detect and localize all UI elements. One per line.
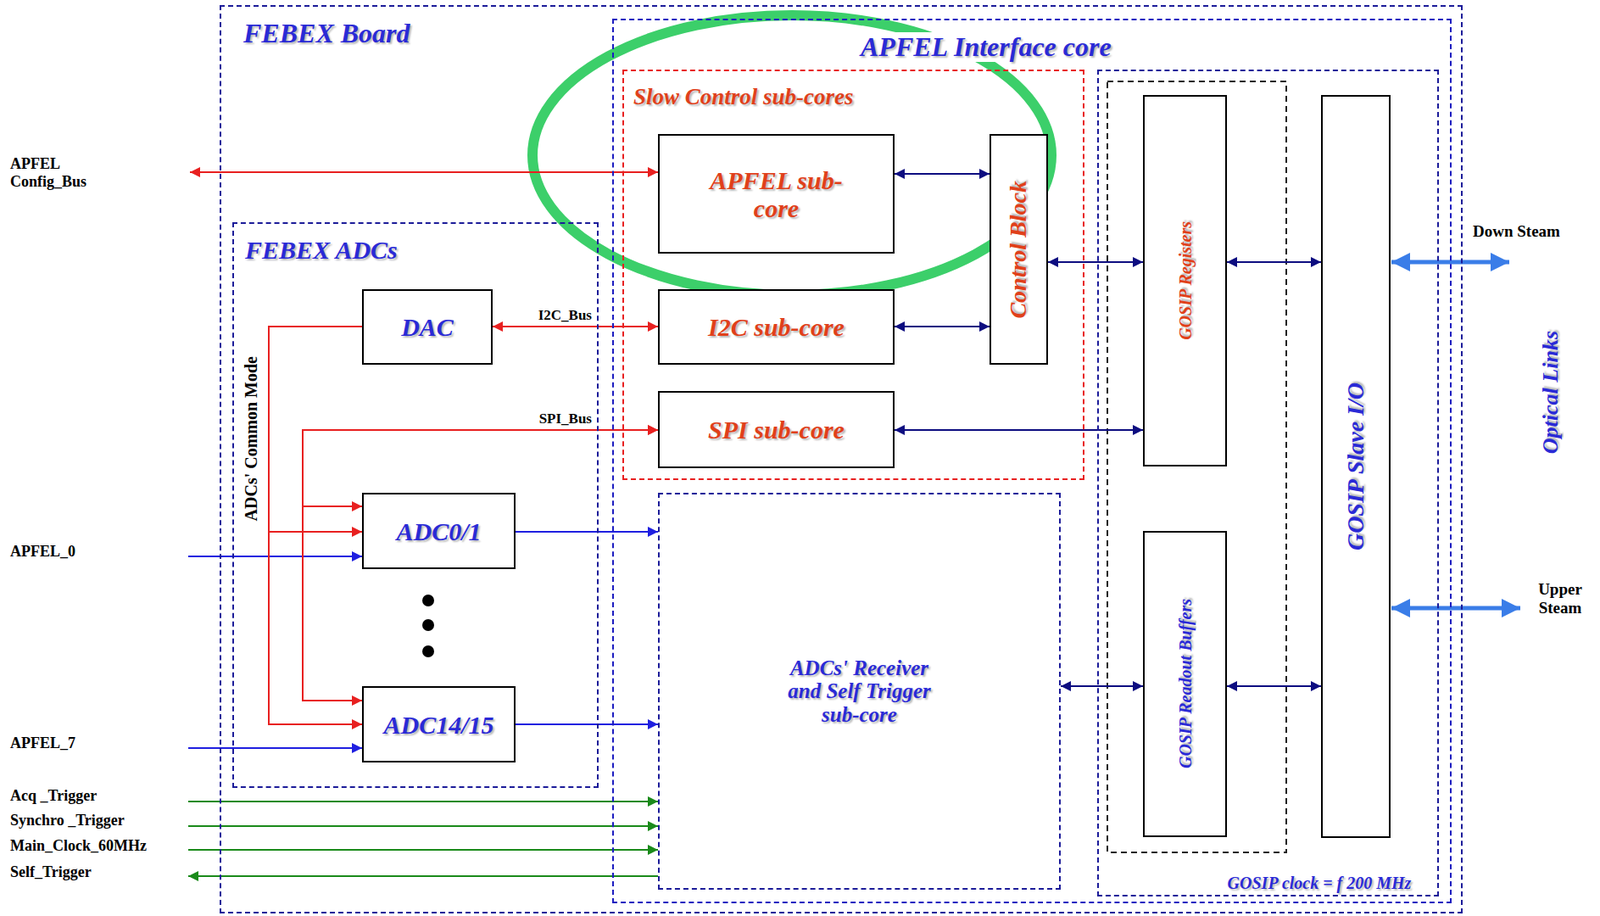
block-label: SPI sub-core [708, 415, 845, 444]
signal-label: APFEL_0 [10, 542, 76, 561]
signal-label: APFEL_7 [10, 734, 76, 753]
signal-label: Optical Links [1538, 330, 1564, 454]
block-box: GOSIP Readout Buffers [1142, 530, 1227, 837]
trigger-wire [188, 825, 658, 827]
block-label: GOSIP Registers [1176, 221, 1195, 341]
block-box: Control Block [989, 133, 1049, 365]
block-label: ADC14/15 [383, 710, 494, 739]
connector [1226, 261, 1322, 263]
connector [1226, 685, 1322, 687]
trigger-wire [188, 800, 658, 803]
block-label: APFEL sub-core [705, 166, 848, 223]
block-label: Slow Control sub-cores [629, 84, 858, 111]
signal-label: Down Steam [1472, 222, 1561, 241]
block-box: APFEL sub-core [657, 133, 895, 254]
connector [1048, 261, 1143, 263]
signal-label: APFEL Config_Bus [10, 155, 104, 190]
block-label: DAC [401, 312, 454, 341]
connector [894, 325, 990, 328]
connector [894, 172, 990, 175]
block-box: ADC14/15 [362, 685, 516, 763]
signal-label: Main_Clock_60MHz [10, 836, 147, 855]
block-box: SPI sub-core [657, 390, 895, 469]
apfel-input-wire [188, 747, 363, 749]
region-box: ADCs' Receiver and Self Trigger sub-core [657, 492, 1061, 890]
bus-label: I2C_Bus [536, 307, 594, 324]
connector [515, 723, 658, 725]
block-label: GOSIP Readout Buffers [1176, 598, 1195, 769]
optical-link-arrow [1391, 606, 1521, 611]
block-label: GOSIP Slave I/O [1343, 382, 1370, 551]
ellipsis-dot [422, 618, 435, 631]
block-box: GOSIP Registers [1142, 94, 1227, 467]
bus-label: SPI_Bus [537, 411, 594, 428]
clock-wire [188, 848, 658, 851]
block-label: Control Block [1005, 180, 1032, 319]
block-label: GOSIP clock = f 200 MHz [1220, 874, 1418, 892]
connector [515, 530, 658, 533]
signal-label: Self_Trigger [10, 863, 92, 881]
region-box: FEBEX Board APFEL Interface coreSlow Cont… [219, 5, 1463, 914]
apfel-input-wire [188, 555, 363, 558]
block-box: I2C sub-core [657, 289, 895, 365]
signal-label: ADCs' Common Mode [241, 356, 262, 521]
block-label: ADC0/1 [395, 517, 481, 546]
signal-label: Acq _Trigger [10, 786, 97, 805]
block-label: APFEL Interface core [857, 32, 1115, 62]
region-box: FEBEX ADCsDAC ADC0/1ADC14/15 [232, 222, 599, 788]
region-box: APFEL Interface coreSlow Control sub-cor… [612, 18, 1452, 904]
trigger-wire [188, 875, 658, 877]
connector [302, 429, 658, 701]
signal-label: Synchro _Trigger [10, 811, 125, 830]
buffer-group-outline [1107, 81, 1287, 853]
ellipsis-dot [422, 594, 435, 607]
config-bus-wire [189, 171, 658, 173]
block-label: I2C sub-core [708, 312, 845, 341]
block-box: GOSIP Slave I/O [1321, 94, 1391, 838]
connector [268, 326, 363, 725]
block-label: ADCs' Receiver and Self Trigger sub-core [779, 656, 941, 727]
connector [894, 429, 1143, 431]
block-box: ADC0/1 [362, 492, 516, 569]
region-box: GOSIP clock = f 200 MHz GOSIP RegistersGO… [1097, 69, 1439, 897]
ellipsis-dot [422, 645, 435, 658]
connector [268, 326, 363, 532]
region-box: Slow Control sub-coresAPFEL sub-core Cont… [622, 69, 1085, 480]
block-label: FEBEX ADCs [245, 235, 398, 264]
block-label: FEBEX Board [243, 18, 411, 49]
connector [492, 325, 658, 328]
block-box: DAC [362, 289, 493, 365]
connector [1060, 685, 1143, 687]
signal-label: Upper Steam [1521, 579, 1599, 618]
